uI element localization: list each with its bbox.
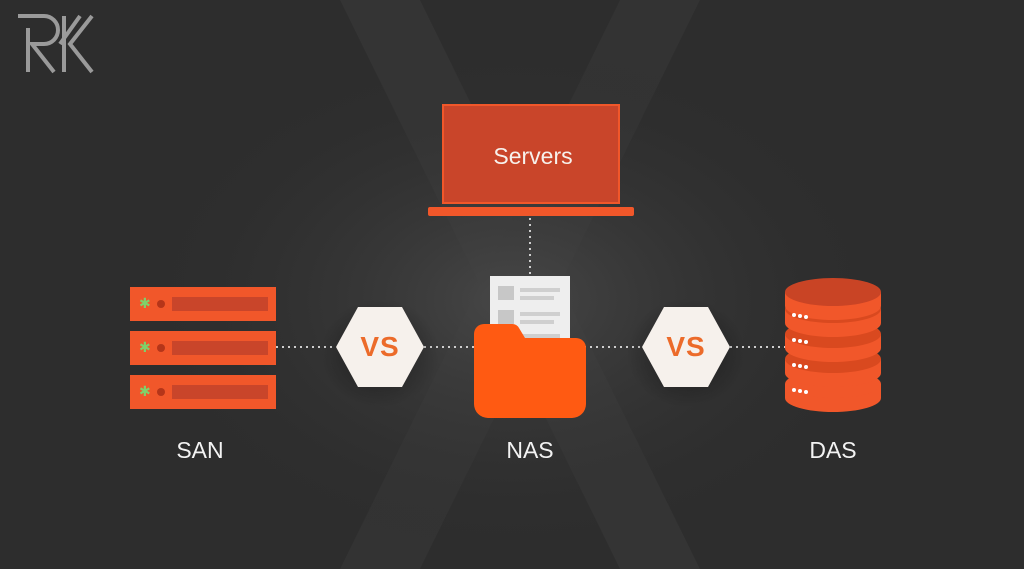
led-dot [157,344,165,352]
led-dot [157,300,165,308]
rack-unit: ✱ [130,331,276,365]
drive-slot [172,297,268,311]
drive-slot [172,385,268,399]
rack-unit: ✱ [130,375,276,409]
rk-logo-icon [18,14,94,74]
san-label: SAN [176,437,224,463]
status-led-icon: ✱ [139,339,151,355]
servers-node: Servers [428,104,634,216]
rack-unit: ✱ [130,287,276,321]
laptop-icon: Servers [442,104,620,204]
status-led-icon: ✱ [139,383,151,399]
nas-label: NAS [506,437,554,463]
das-label: DAS [809,437,857,463]
server-rack-icon: ✱ ✱ ✱ [130,287,276,409]
database-stack-icon [785,278,881,412]
status-led-icon: ✱ [139,295,151,311]
folder-icon [474,324,586,418]
laptop-base [428,207,634,216]
vs-badge-right: VS [642,307,730,387]
led-dot [157,388,165,396]
servers-label: Servers [493,142,573,169]
folder-document-icon [474,276,586,418]
drive-slot [172,341,268,355]
